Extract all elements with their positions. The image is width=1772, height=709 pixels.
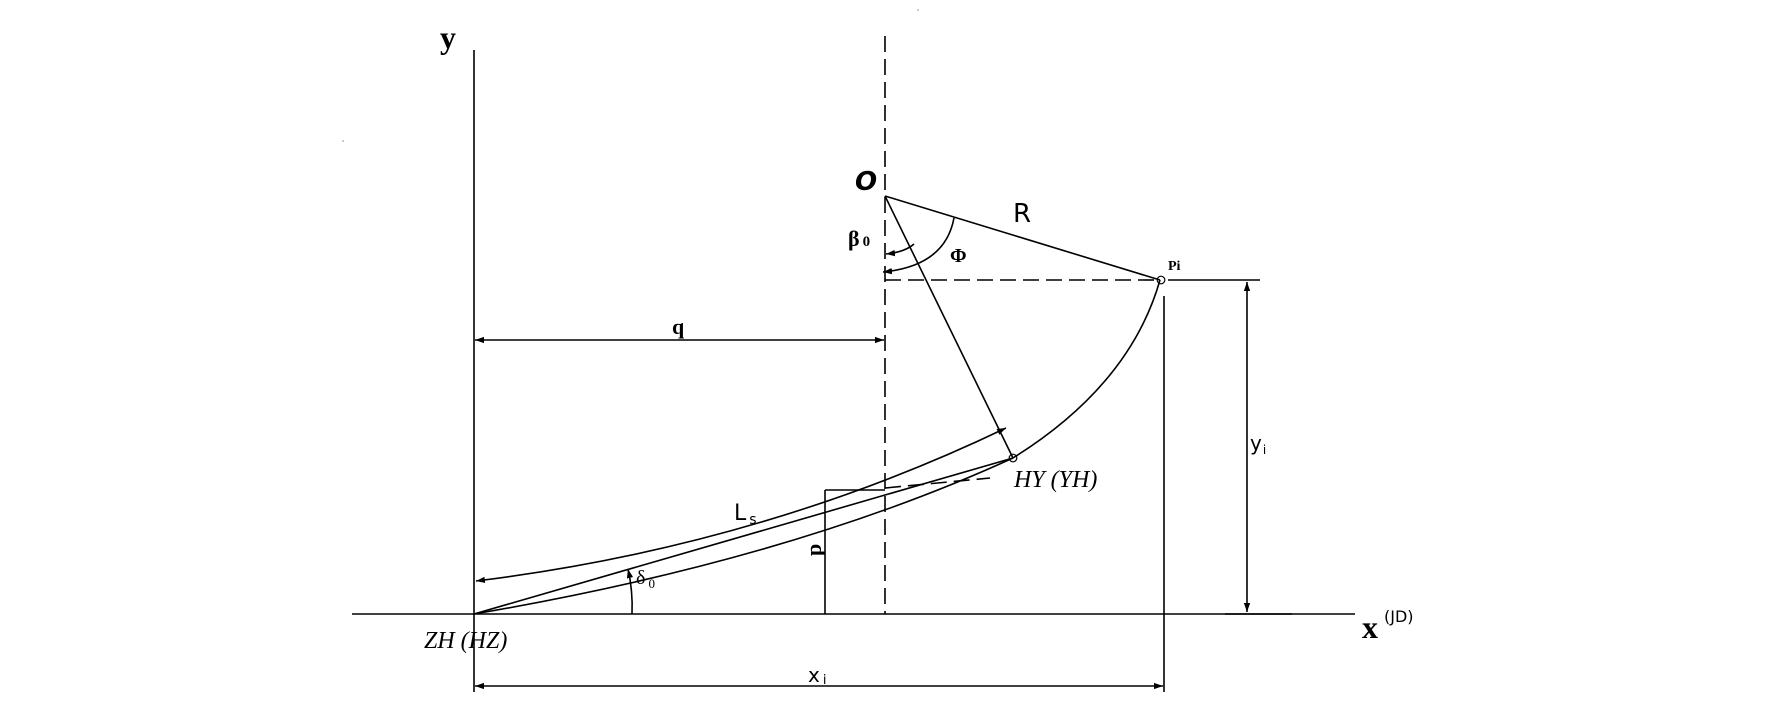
phi-angle-arc <box>882 217 955 275</box>
pi-label: Pi <box>1168 259 1181 274</box>
q-label: q <box>672 314 685 339</box>
center-label: O <box>855 167 877 197</box>
delta0-angle-arc <box>626 568 634 615</box>
y-axis-label: y <box>440 19 456 55</box>
scan-speck <box>342 140 344 142</box>
yi-label: yi <box>1250 431 1266 457</box>
radius-o-to-hy <box>884 195 1014 459</box>
ls-dimension-curve <box>475 427 1007 584</box>
x-axis-label: x <box>1362 609 1378 645</box>
p-label: p <box>801 544 826 556</box>
x-axis-suffix: (JD) <box>1384 607 1414 626</box>
scan-speck <box>917 9 919 11</box>
circular-arc <box>1012 279 1161 459</box>
p-dashed-extension <box>884 477 991 489</box>
spiral-start-label: ZH (HZ) <box>424 628 507 654</box>
phi-label: Φ <box>950 245 967 267</box>
pi-point-marker <box>1156 275 1166 285</box>
spiral-end-label: HY (YH) <box>1013 467 1097 493</box>
hy-point-marker <box>1008 453 1018 463</box>
chord-zh-hy <box>473 457 1014 615</box>
radius-o-to-pi <box>884 195 1161 281</box>
beta0-angle-arc <box>885 243 915 257</box>
radius-label: R <box>1013 199 1031 229</box>
